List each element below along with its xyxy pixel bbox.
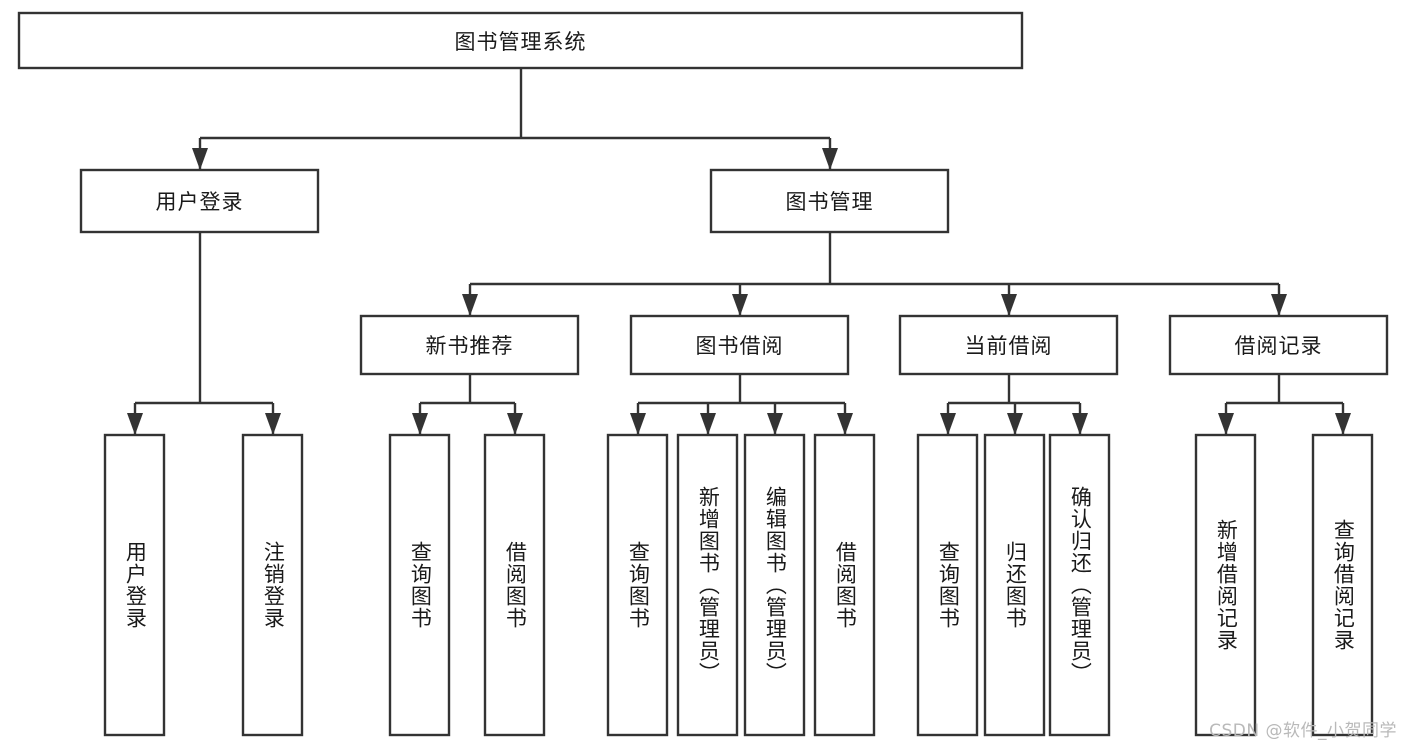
arrow-head-icon xyxy=(1001,294,1017,316)
node-box-leaf-borrow-book-rec[interactable] xyxy=(483,433,546,737)
node-box-leaf-query-borrow-record[interactable] xyxy=(1311,433,1374,737)
arrow-head-icon xyxy=(462,294,478,316)
node-box-new-book-recommend[interactable] xyxy=(359,314,580,376)
arrow-head-icon xyxy=(412,413,428,435)
node-box-leaf-query-book-current[interactable] xyxy=(916,433,979,737)
node-box-book-manage[interactable] xyxy=(709,168,950,234)
arrow-head-icon xyxy=(192,148,208,170)
arrow-head-icon xyxy=(507,413,523,435)
arrow-head-icon xyxy=(1007,413,1023,435)
arrow-head-icon xyxy=(1271,294,1287,316)
node-box-current-borrow[interactable] xyxy=(898,314,1119,376)
arrow-head-icon xyxy=(940,413,956,435)
node-box-leaf-add-book[interactable] xyxy=(676,433,739,737)
node-box-leaf-borrow-book[interactable] xyxy=(813,433,876,737)
arrow-head-icon xyxy=(837,413,853,435)
arrow-head-icon xyxy=(767,413,783,435)
arrow-head-icon xyxy=(822,148,838,170)
node-box-leaf-user-login[interactable] xyxy=(103,433,166,737)
node-box-leaf-return-book[interactable] xyxy=(983,433,1046,737)
node-box-leaf-edit-book[interactable] xyxy=(743,433,806,737)
node-box-leaf-add-borrow-record[interactable] xyxy=(1194,433,1257,737)
arrow-head-icon xyxy=(265,413,281,435)
node-box-book-borrow[interactable] xyxy=(629,314,850,376)
node-box-leaf-logout-login[interactable] xyxy=(241,433,304,737)
node-box-leaf-query-book-rec[interactable] xyxy=(388,433,451,737)
node-box-leaf-confirm-return[interactable] xyxy=(1048,433,1111,737)
arrow-head-icon xyxy=(127,413,143,435)
arrow-head-icon xyxy=(700,413,716,435)
node-box-root[interactable] xyxy=(17,11,1024,70)
arrow-head-icon xyxy=(1218,413,1234,435)
arrow-head-icon xyxy=(732,294,748,316)
node-box-borrow-record[interactable] xyxy=(1168,314,1389,376)
node-box-leaf-query-book-borrow[interactable] xyxy=(606,433,669,737)
arrow-head-icon xyxy=(630,413,646,435)
node-box-user-login[interactable] xyxy=(79,168,320,234)
arrow-head-icon xyxy=(1335,413,1351,435)
arrow-head-icon xyxy=(1072,413,1088,435)
